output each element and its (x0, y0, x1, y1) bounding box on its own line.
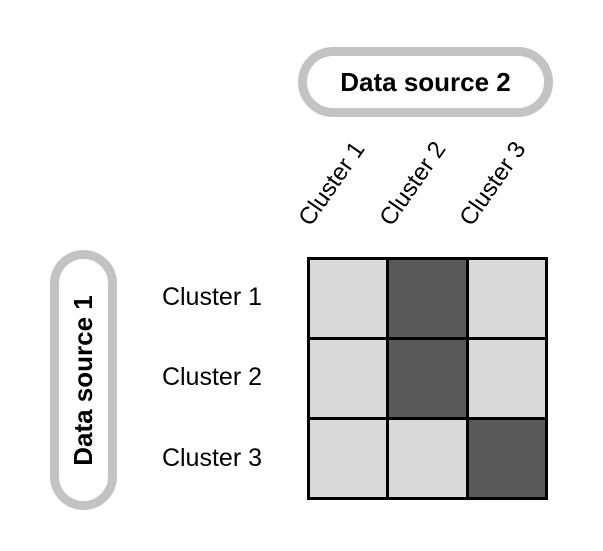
data-source-2-pill: Data source 2 (298, 47, 553, 117)
data-source-1-label: Data source 1 (68, 294, 98, 466)
matrix-cell (389, 260, 466, 337)
matrix-cell (389, 340, 466, 417)
matrix-cell (310, 420, 387, 497)
matrix-cell (310, 260, 387, 337)
data-source-2-label: Data source 2 (340, 66, 511, 97)
column-label-cluster-3: Cluster 3 (454, 136, 532, 231)
matrix-cell (310, 340, 387, 417)
row-label-cluster-3: Cluster 3 (161, 444, 262, 472)
matrix-cell (468, 340, 545, 417)
matrix-cell (468, 260, 545, 337)
matrix-cell (468, 420, 545, 497)
matrix-grid (307, 257, 548, 500)
row-label-cluster-1: Cluster 1 (161, 283, 262, 311)
matrix-cell (389, 420, 466, 497)
column-label-cluster-1: Cluster 1 (293, 136, 371, 231)
data-source-1-pill: Data source 1 (50, 250, 117, 510)
row-label-cluster-2: Cluster 2 (161, 363, 262, 391)
column-label-cluster-2: Cluster 2 (374, 136, 452, 231)
